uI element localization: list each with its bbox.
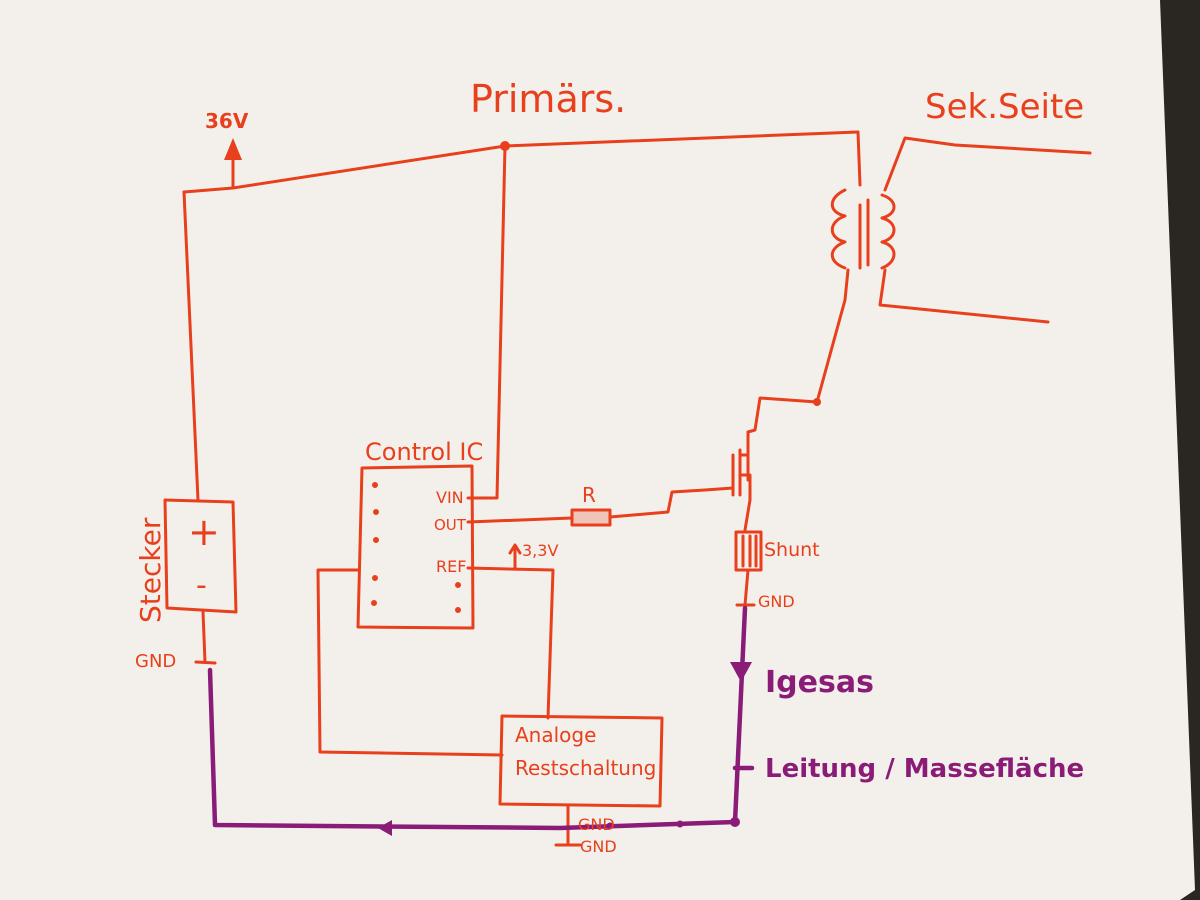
ic-to-analog-wire [316, 568, 504, 757]
plug-gnd-wire [194, 610, 217, 665]
top-rail-wire [182, 130, 860, 194]
drain-wire [746, 396, 819, 434]
pin-out-label: OUT [434, 516, 467, 534]
drain-junction-dot [813, 398, 821, 406]
ground-trace [207, 605, 755, 831]
orange-wires [163, 130, 1092, 847]
left-vertical-wire [182, 190, 200, 502]
ic-pin-dot [373, 509, 379, 515]
ic-pin-dot [455, 607, 461, 613]
plug-minus-label: - [196, 568, 207, 603]
ground-markers [378, 662, 752, 836]
secondary-coil [880, 193, 896, 270]
analog-block-body [498, 714, 664, 808]
control-ic-body [356, 464, 475, 630]
ref-3v3-arrow [508, 543, 522, 570]
primary-side-label: Primärs. [470, 77, 626, 121]
analog-gnd-label-bottom: GND [580, 837, 617, 856]
ic-pin-dot [455, 582, 461, 588]
ic-pin-dot [371, 600, 377, 606]
ic-pin-dot [373, 537, 379, 543]
current-label: Igesas [765, 665, 874, 700]
analog-block-label-line1: Analoge [515, 723, 596, 747]
primary-top-lead [856, 130, 862, 187]
primary-bottom-lead [815, 268, 850, 404]
out-wire [466, 516, 574, 524]
ground-junction-dot [730, 817, 740, 827]
ref-voltage-label: 3,3V [522, 541, 558, 560]
ground-dot [606, 822, 614, 830]
junction-dot [500, 141, 510, 151]
current-arrow-left [378, 820, 392, 836]
plug-plus-label: + [188, 510, 220, 554]
shunt-gnd-wire [735, 568, 756, 607]
ref-wire [466, 566, 555, 720]
ground-loop [207, 605, 748, 831]
ic-pin-dot [372, 575, 378, 581]
gate-wire [608, 486, 735, 519]
vin-wire [466, 144, 507, 500]
current-arrow-down [730, 662, 752, 682]
plug-label: Stecker [134, 517, 167, 623]
supply-arrow-head [224, 138, 242, 160]
analog-gnd-label-top: GND [578, 815, 615, 834]
plug-body [163, 498, 238, 614]
shunt-hatching [741, 534, 758, 568]
ic-pin-dot [372, 482, 378, 488]
resistor-fill [573, 511, 609, 524]
plug-gnd-label: GND [135, 651, 176, 672]
secondary-bottom-lead [878, 268, 1050, 324]
secondary-side-label: Sek.Seite [925, 87, 1084, 127]
pin-vin-label: VIN [436, 488, 464, 507]
shunt-label: Shunt [764, 539, 820, 561]
analog-block-label-line2: Restschaltung [515, 756, 656, 780]
ground-dot [676, 820, 684, 828]
pin-ref-label: REF [436, 557, 466, 576]
transformer-core [858, 198, 870, 270]
trace-label: Leitung / Massefläche [765, 754, 1084, 784]
orange-markers [224, 138, 821, 524]
primary-coil [830, 188, 847, 270]
resistor-label: R [582, 483, 596, 507]
mosfet-symbol [731, 430, 752, 532]
control-ic-label: Control IC [365, 438, 483, 466]
shunt-gnd-label: GND [758, 592, 795, 611]
supply-voltage-label: 36V [205, 109, 249, 133]
secondary-top-lead [883, 136, 1092, 192]
